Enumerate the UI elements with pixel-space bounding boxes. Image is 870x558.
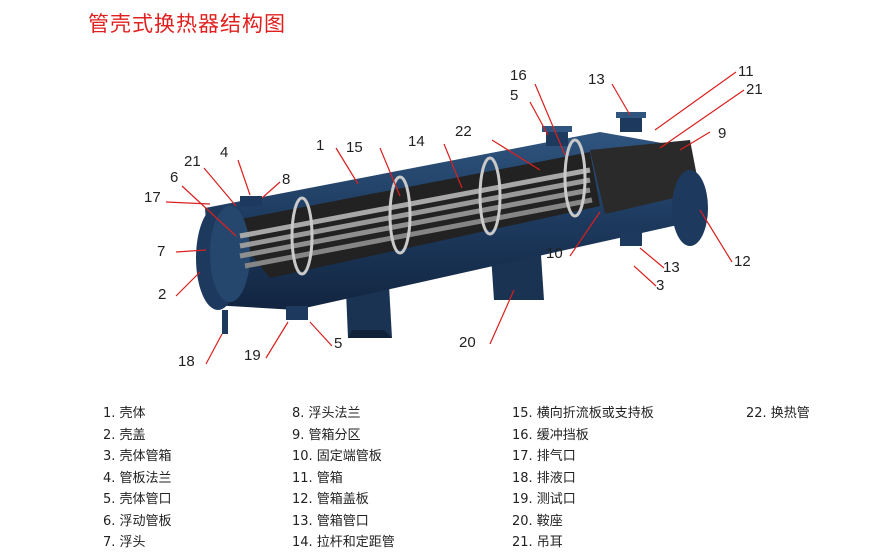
leader-line [165, 201, 211, 205]
leader-line [203, 167, 237, 207]
legend-item: 9. 管箱分区 [292, 427, 361, 443]
legend-item: 7. 浮头 [103, 535, 146, 550]
leader-line [175, 249, 207, 253]
callout-number: 13 [588, 71, 605, 88]
callout-number: 6 [170, 169, 178, 186]
leader-line [654, 71, 737, 131]
legend-col-4: 22. 换热管 [746, 403, 810, 425]
tube-bundle [239, 167, 593, 269]
legend-item: 6. 浮动管板 [103, 513, 172, 529]
leader-line [633, 265, 657, 287]
legend-item: 22. 换热管 [746, 406, 810, 421]
callout-number: 13 [663, 259, 680, 276]
leader-line [237, 159, 251, 196]
legend-item: 12. 管箱盖板 [292, 492, 369, 507]
legend: 1. 壳体 2. 壳盖 3. 壳体管箱 4. 管板法兰 5. 壳体管口 6. 浮… [0, 403, 870, 558]
callout-number: 14 [408, 133, 425, 150]
callout-number: 17 [144, 189, 161, 206]
callout-number: 2 [158, 286, 166, 303]
callout-number: 21 [184, 153, 201, 170]
leader-line [335, 147, 359, 185]
legend-item: 19. 测试口 [512, 492, 576, 507]
leader-line [489, 289, 515, 345]
leader-line [491, 139, 541, 171]
legend-item: 10. 固定端管板 [292, 449, 382, 464]
callout-number: 7 [157, 243, 165, 260]
leader-line [639, 247, 665, 269]
legend-item: 16. 缓冲挡板 [512, 427, 589, 443]
leader-line [309, 321, 333, 347]
leader-line [261, 181, 281, 199]
callout-number: 5 [334, 335, 342, 352]
callout-number: 4 [220, 144, 228, 161]
callout-number: 8 [282, 171, 290, 188]
callout-number: 10 [546, 245, 563, 262]
legend-item: 21. 吊耳 [512, 535, 563, 550]
legend-item: 18. 排液口 [512, 470, 576, 486]
leader-line [443, 143, 463, 189]
leader-line [265, 321, 289, 359]
legend-item: 3. 壳体管箱 [103, 449, 172, 464]
leader-line [699, 209, 733, 263]
legend-item: 8. 浮头法兰 [292, 406, 361, 421]
legend-item: 5. 壳体管口 [103, 492, 172, 507]
legend-item: 15. 横向折流板或支持板 [512, 406, 654, 421]
legend-col-2: 8. 浮头法兰 9. 管箱分区 10. 固定端管板 11. 管箱 12. 管箱盖… [292, 403, 395, 554]
callout-number: 9 [718, 125, 726, 142]
legend-col-1: 1. 壳体 2. 壳盖 3. 壳体管箱 4. 管板法兰 5. 壳体管口 6. 浮… [103, 403, 172, 554]
leader-line [379, 147, 401, 197]
callout-number: 3 [656, 277, 664, 294]
legend-item: 4. 管板法兰 [103, 470, 172, 486]
legend-item: 13. 管箱管口 [292, 513, 369, 529]
leader-line [534, 83, 566, 156]
leader-line [659, 89, 745, 149]
leader-line [205, 333, 223, 365]
legend-col-3: 15. 横向折流板或支持板 16. 缓冲挡板 17. 排气口 18. 排液口 1… [512, 403, 654, 554]
legend-item: 14. 拉杆和定距管 [292, 535, 395, 550]
callout-number: 21 [746, 81, 763, 98]
callout-number: 20 [459, 334, 476, 351]
baffles [290, 138, 587, 276]
shell-body [196, 132, 708, 310]
nozzles [222, 112, 646, 334]
callout-number: 19 [244, 347, 261, 364]
legend-item: 17. 排气口 [512, 449, 576, 464]
callout-number: 15 [346, 139, 363, 156]
callout-number: 11 [738, 63, 754, 80]
leader-line [175, 271, 201, 297]
callout-number: 18 [178, 353, 195, 370]
legend-item: 20. 鞍座 [512, 513, 563, 529]
callout-number: 1 [316, 137, 324, 154]
callout-number: 5 [510, 87, 518, 104]
leader-line [611, 83, 631, 116]
callout-number: 16 [510, 67, 527, 84]
callout-number: 12 [734, 253, 751, 270]
legend-item: 2. 壳盖 [103, 427, 146, 443]
leader-line [529, 101, 549, 136]
legend-item: 11. 管箱 [292, 470, 343, 486]
diagram-title: 管壳式换热器结构图 [88, 12, 286, 36]
leader-line [569, 211, 601, 257]
leader-line [679, 131, 711, 151]
leader-line [181, 185, 237, 237]
callout-number: 22 [455, 123, 472, 140]
legend-item: 1. 壳体 [103, 406, 146, 421]
